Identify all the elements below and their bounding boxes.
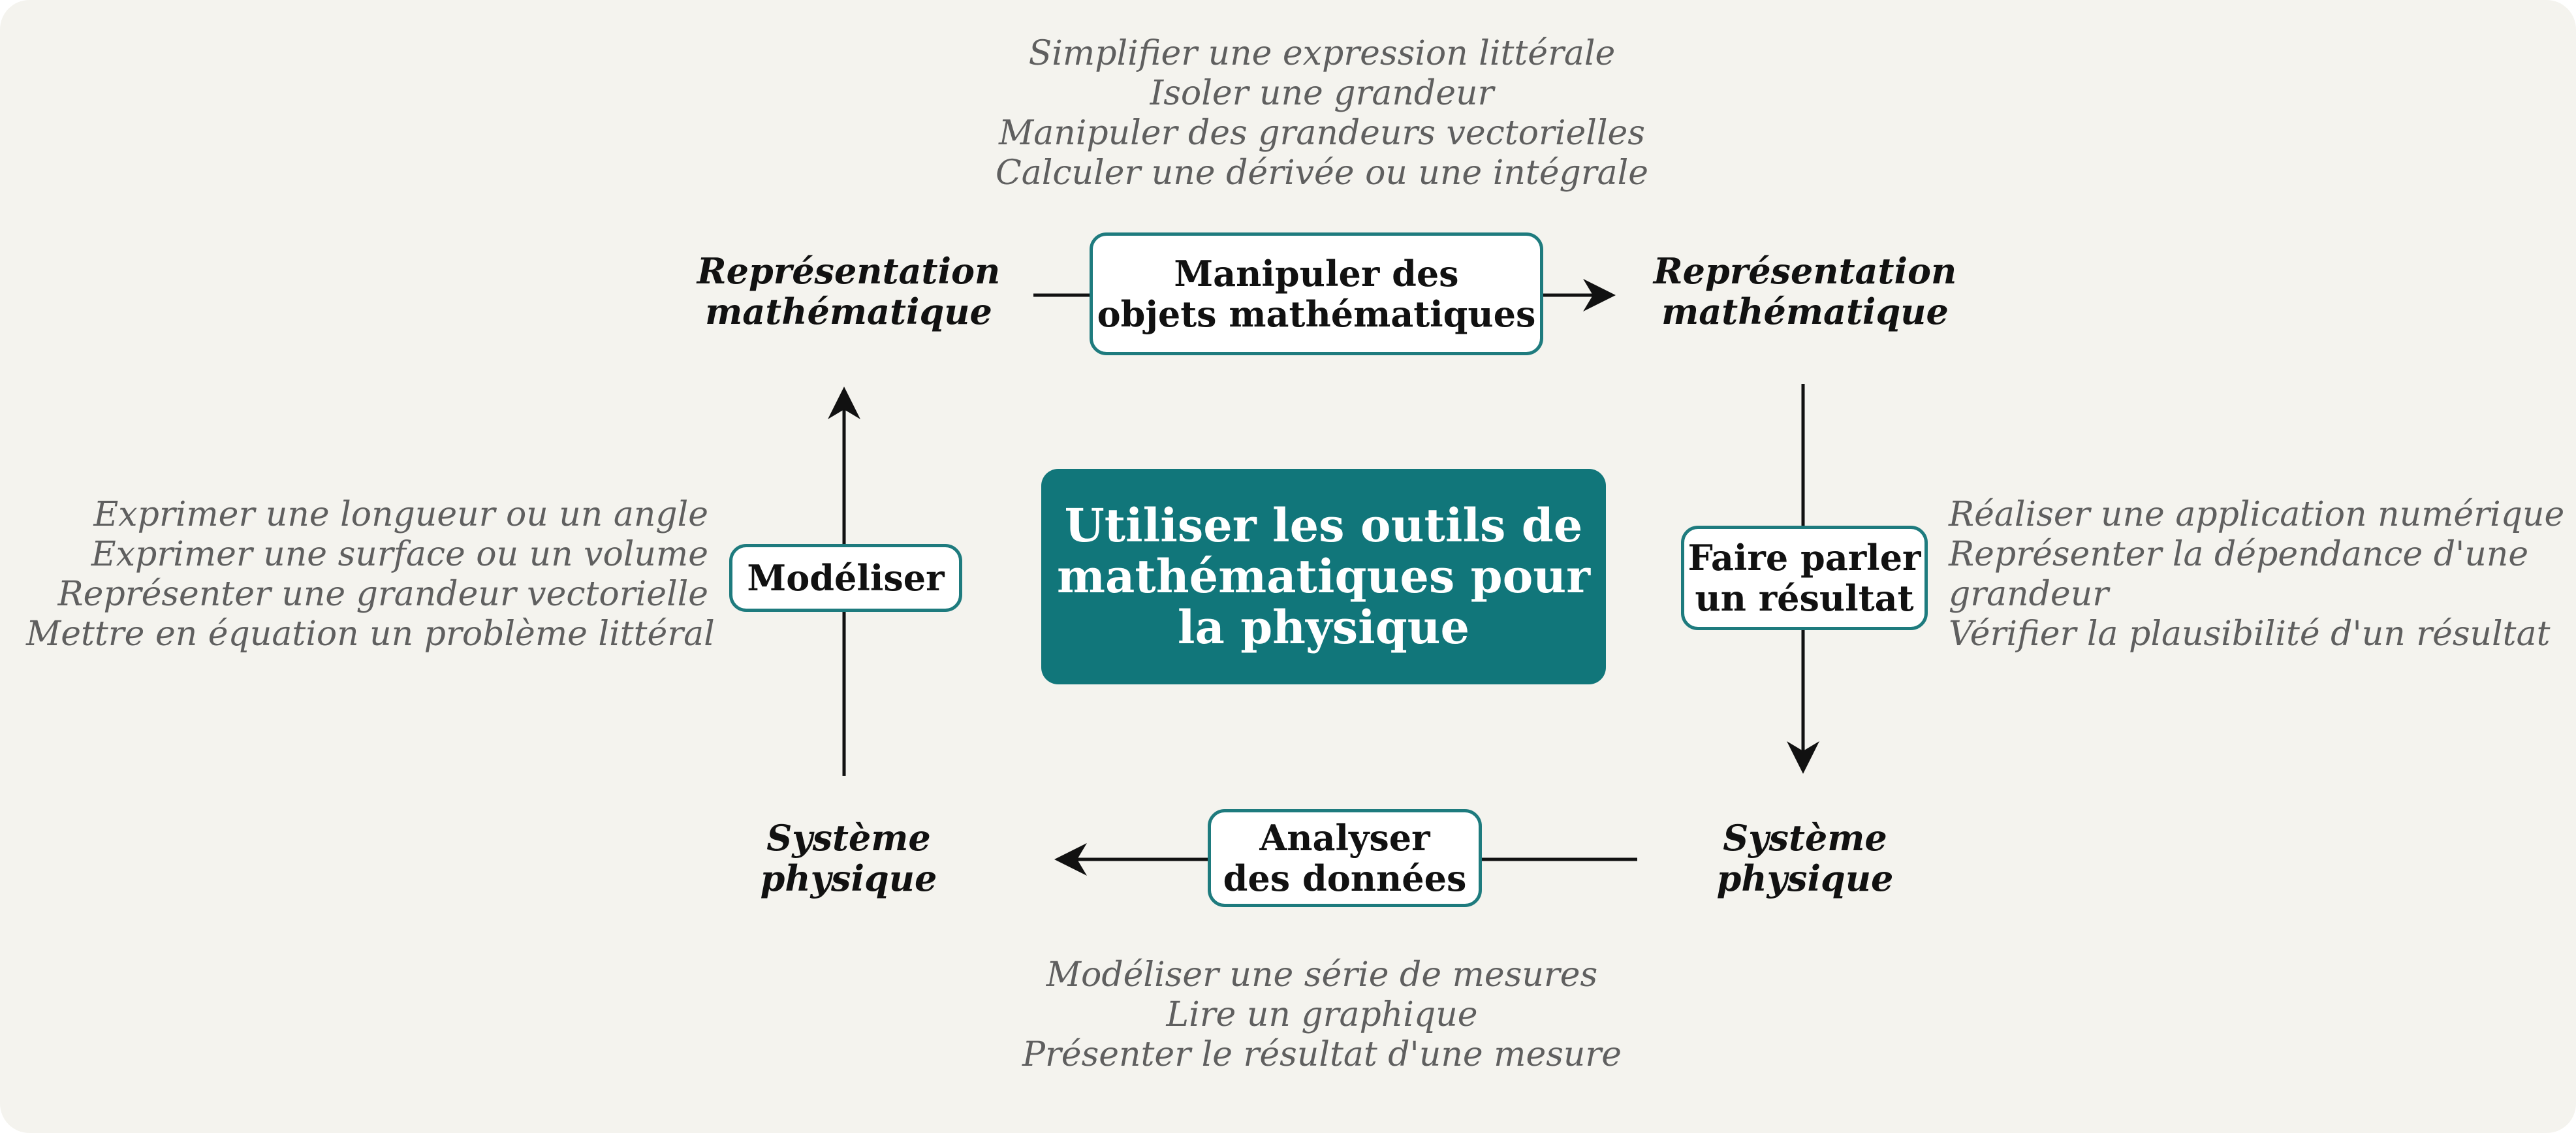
task-item: Présenter le résultat d'une mesure xyxy=(1022,1035,1622,1074)
task-item: Exprimer une surface ou un volume xyxy=(91,535,708,574)
action-box-right: Faire parler un résultat xyxy=(1681,526,1928,630)
task-item: Vérifier la plausibilité d'un résultat xyxy=(1949,614,2551,654)
action-box-top: Manipuler des objets mathématiques xyxy=(1090,232,1543,355)
task-item: Réaliser une application numérique xyxy=(1949,495,2565,534)
state-bottom-right: Système physique xyxy=(1716,817,1894,899)
task-list-left: Exprimer une longueur ou un angle Exprim… xyxy=(26,495,715,654)
state-bottom-left: Système physique xyxy=(760,817,937,899)
state-top-right: Représentation mathématique xyxy=(1653,250,1957,332)
task-item: Représenter la dépendance d'une xyxy=(1949,535,2529,574)
central-title-box: Utiliser les outils de mathématiques pou… xyxy=(1041,469,1606,684)
task-item: Lire un graphique xyxy=(1166,995,1478,1034)
task-item: grandeur xyxy=(1949,575,2109,614)
task-item: Simplifier une expression littérale xyxy=(1028,34,1616,73)
task-item: Représenter une grandeur vectorielle xyxy=(57,575,708,614)
state-top-left: Représentation mathématique xyxy=(697,250,1001,332)
action-box-left: Modéliser xyxy=(729,544,962,612)
task-item: Exprimer une longueur ou un angle xyxy=(93,495,708,534)
task-list-top: Simplifier une expression littérale Isol… xyxy=(920,34,1723,193)
task-item: Mettre en équation un problème littéral xyxy=(26,614,715,654)
task-item: Calculer une dérivée ou une intégrale xyxy=(995,153,1649,193)
task-item: Modéliser une série de mesures xyxy=(1046,955,1598,995)
task-item: Isoler une grandeur xyxy=(1150,74,1494,113)
action-box-bottom: Analyser des données xyxy=(1208,809,1482,907)
task-list-right: Réaliser une application numérique Repré… xyxy=(1949,495,2565,654)
task-item: Manipuler des grandeurs vectorielles xyxy=(999,114,1645,153)
task-list-bottom: Modéliser une série de mesures Lire un g… xyxy=(966,955,1678,1075)
